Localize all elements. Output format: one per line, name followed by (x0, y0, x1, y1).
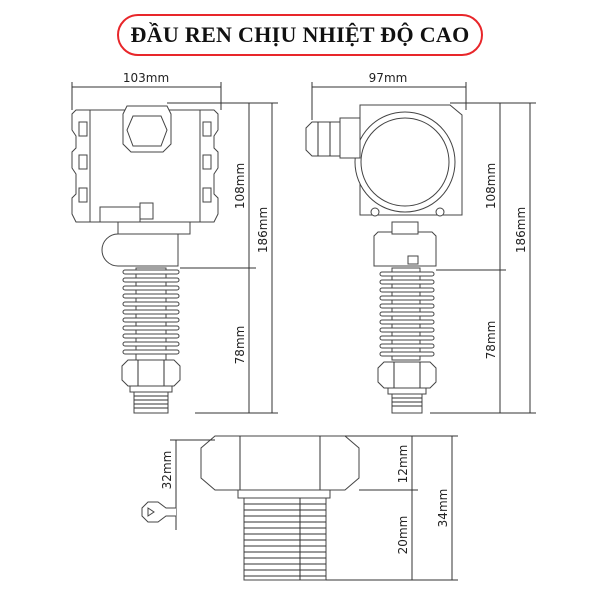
total-length-label: 34mm (436, 489, 450, 528)
cooling-fins-side (379, 267, 435, 361)
side-view-dimensions: 97mm 108mm 186mm 78mm (311, 71, 536, 414)
wrench-icon (141, 501, 176, 523)
side-total-height-label: 186mm (514, 207, 528, 253)
thread-length-label: 20mm (396, 516, 410, 555)
front-total-height-label: 186mm (256, 207, 270, 253)
front-view-device (71, 105, 219, 414)
title-banner: ĐẦU REN CHỊU NHIỆT ĐỘ CAO (117, 14, 483, 56)
side-stem-height-label: 78mm (484, 321, 498, 360)
fitting-dimensions: 12mm 20mm 34mm 32mm (160, 435, 458, 581)
fitting-detail (200, 435, 360, 581)
side-width-label: 97mm (369, 71, 408, 85)
side-housing-height-label: 108mm (484, 163, 498, 209)
side-view-device (305, 104, 463, 414)
front-housing-height-label: 108mm (233, 163, 247, 209)
hex-size-label: 32mm (160, 451, 174, 490)
front-view-dimensions: 103mm 108mm 186mm 78mm (71, 71, 278, 414)
title: ĐẦU REN CHỊU NHIỆT ĐỘ CAO (130, 22, 470, 47)
cooling-fins (122, 267, 180, 361)
front-stem-height-label: 78mm (233, 326, 247, 365)
front-width-label: 103mm (123, 71, 169, 85)
hex-height-label: 12mm (396, 445, 410, 484)
